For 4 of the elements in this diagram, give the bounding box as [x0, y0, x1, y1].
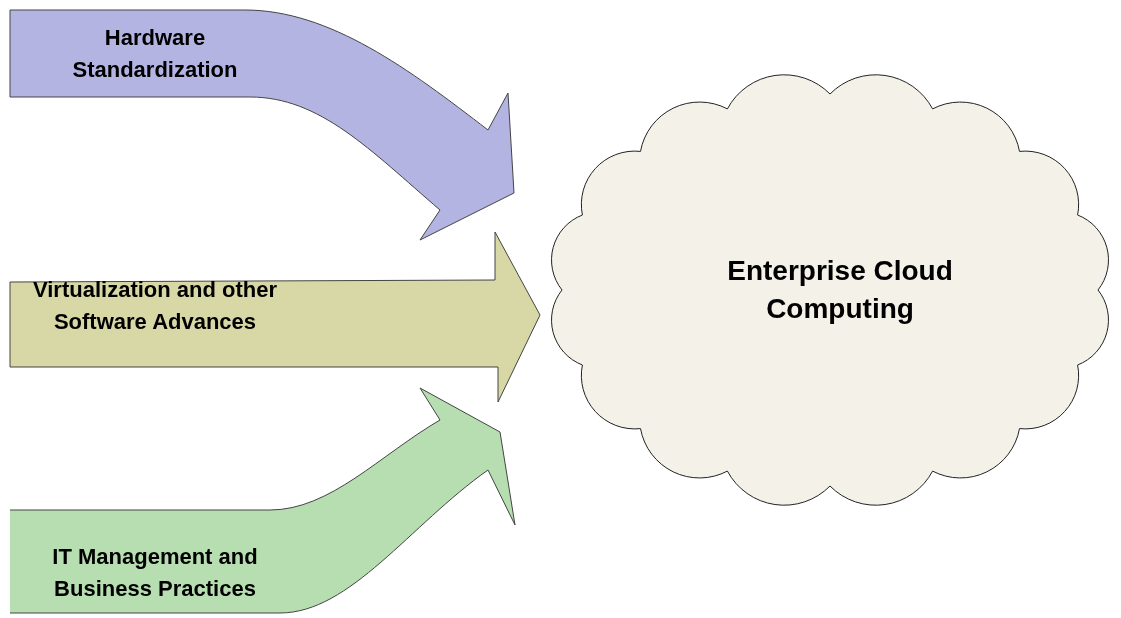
node-label: Enterprise Cloud Computing [726, 254, 954, 326]
node-label: Hardware Standardization [71, 24, 239, 84]
node-label: Virtualization and other Software Advances [31, 276, 279, 336]
node-label: IT Management and Business Practices [51, 543, 259, 603]
